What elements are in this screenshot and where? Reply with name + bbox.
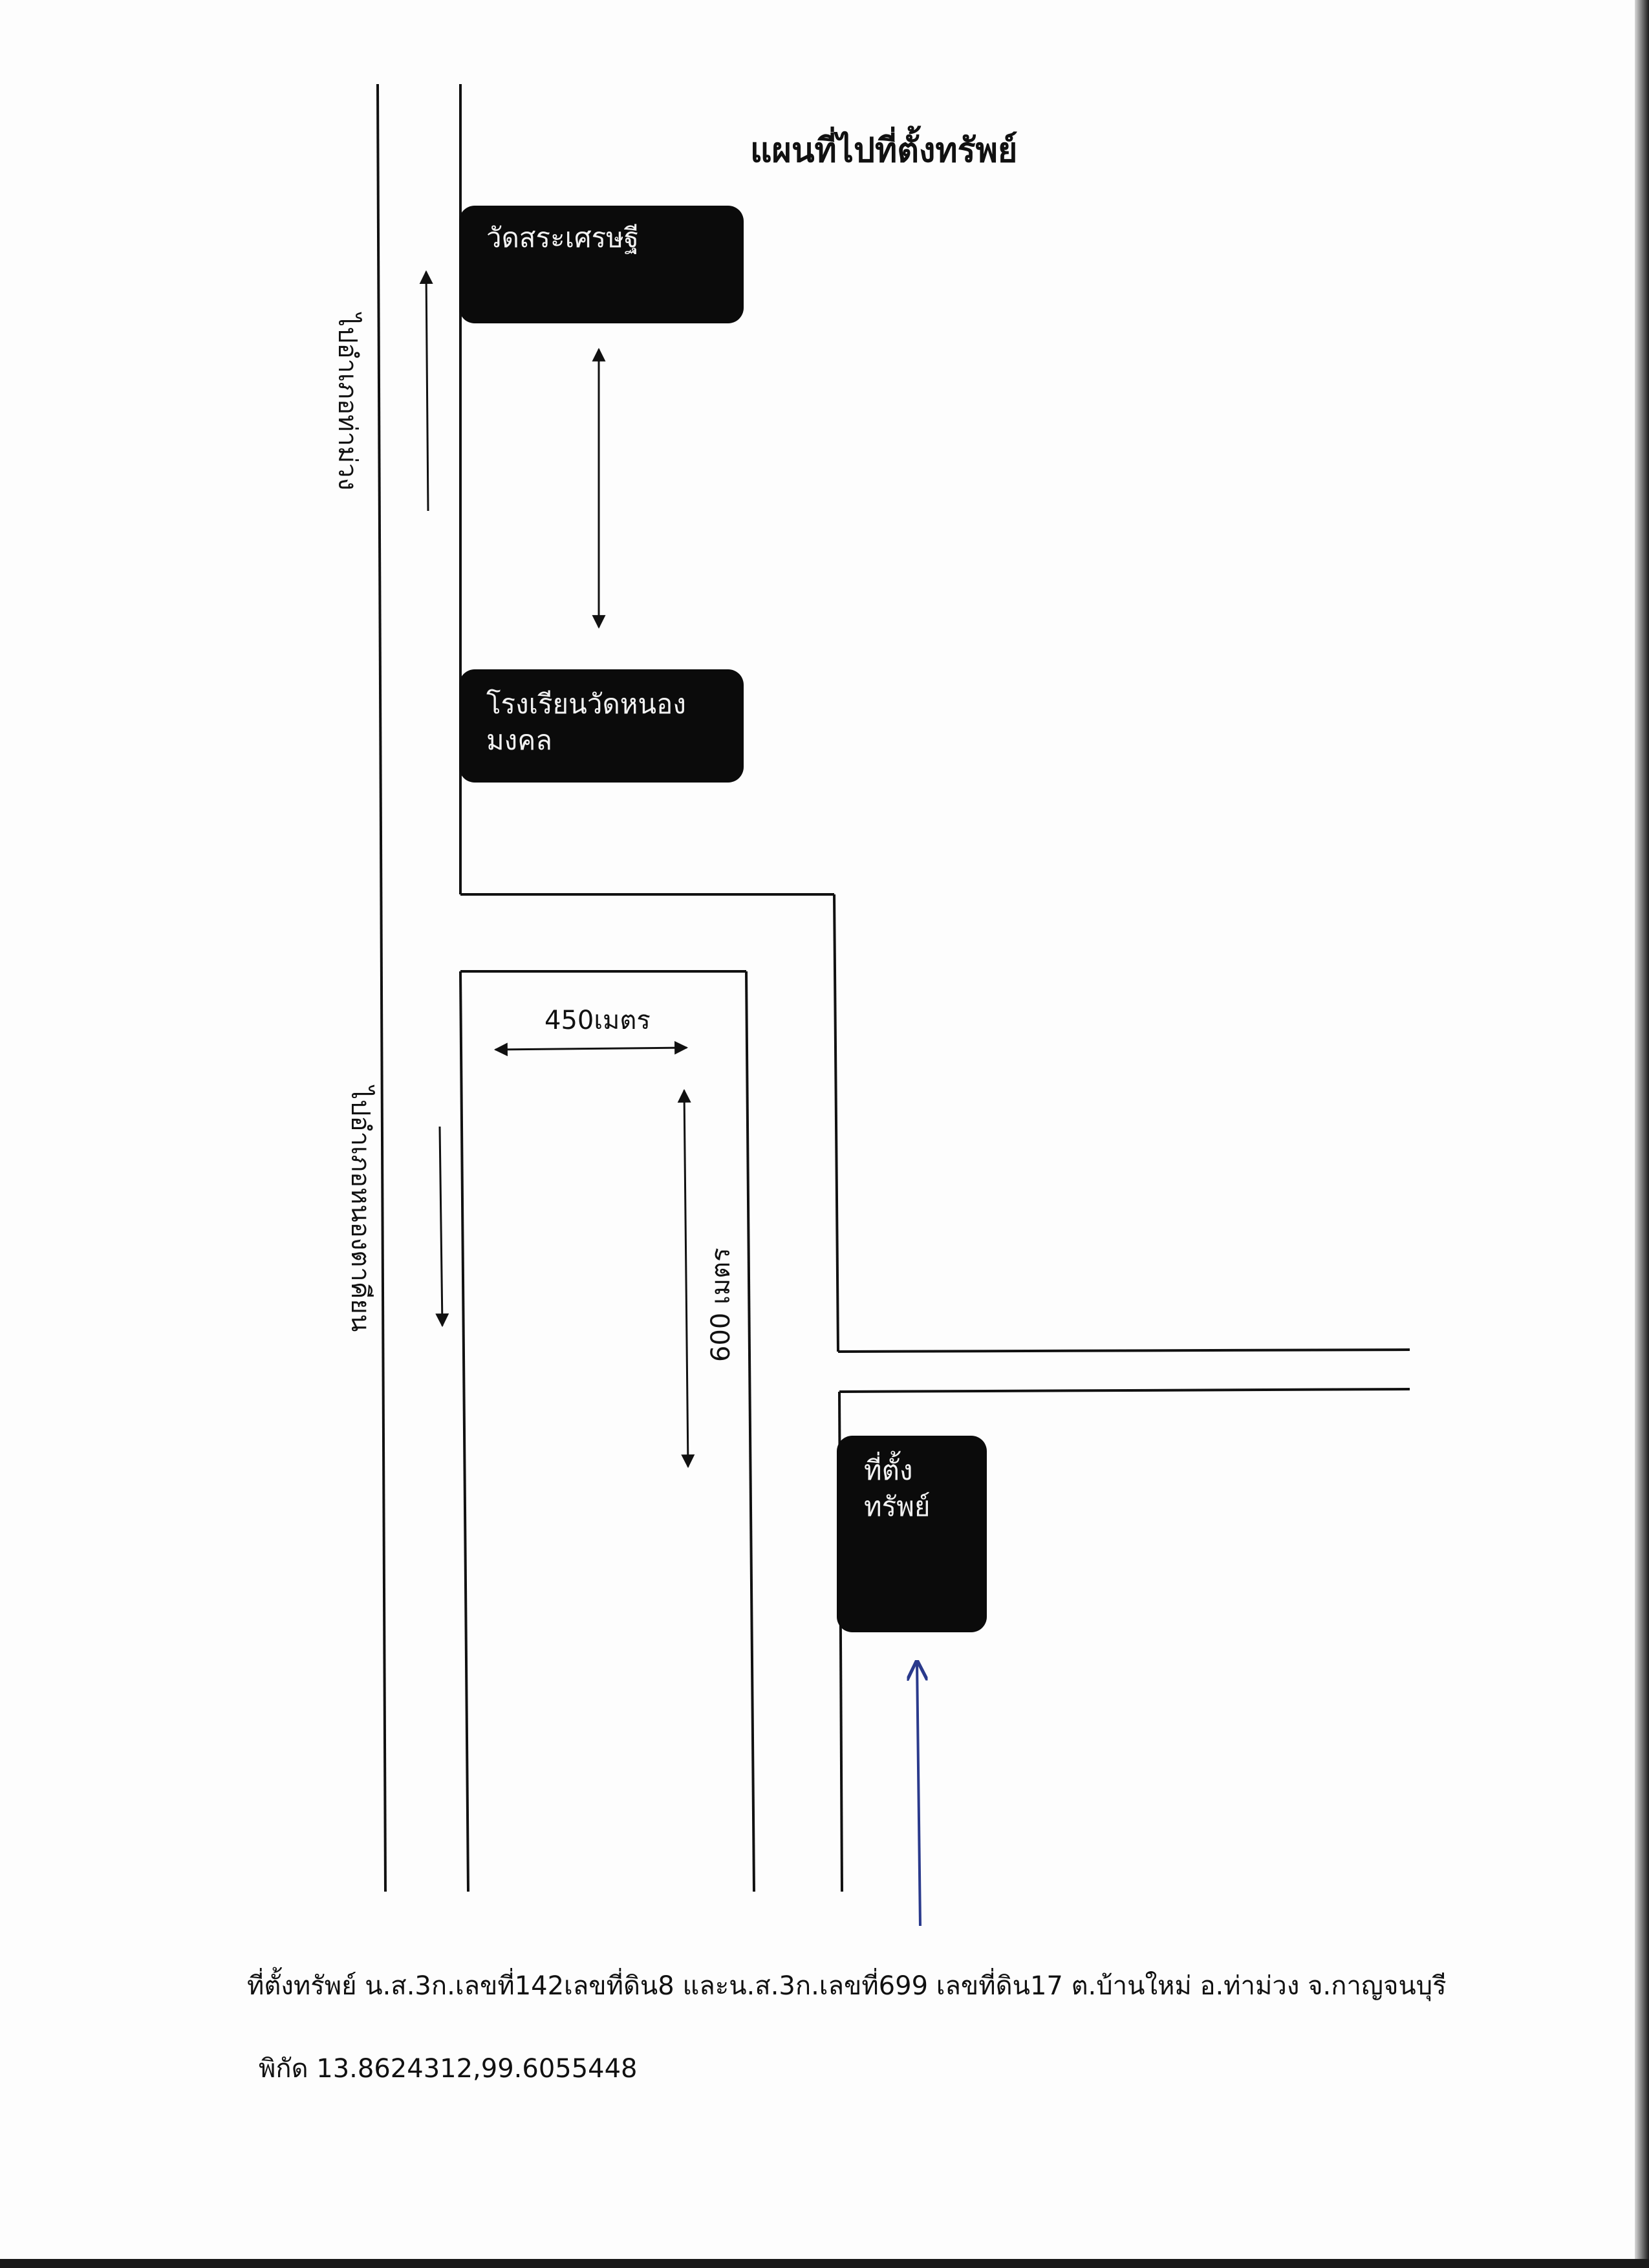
landmark-property-label-line2: ทรัพย์ [864,1491,931,1522]
road-label-to-tha-muang: ไปอำเภอท่าม่วง [332,314,362,491]
arrow-to-tha-muang [419,270,433,512]
landmark-temple: วัดสระเศรษฐี [459,206,744,323]
distance-label-450m: 450เมตร [544,1006,651,1035]
main-road-left-edge [376,83,387,1892]
main-road-right-edge-south [459,971,469,1892]
distance-arrow-600m [677,1088,695,1469]
side-road-west-edge [745,971,755,1892]
arrow-to-nong-takhian [435,1126,449,1328]
scan-border-right [1635,0,1649,2268]
pen-arrow-to-property [917,1662,920,1927]
side-road-east-edge [833,894,839,1352]
landmark-temple-label: วัดสระเศรษฐี [486,222,640,254]
landmark-school-label-line2: มงคล [486,724,553,756]
scan-border-bottom [0,2259,1649,2268]
landmark-property-label-line1: ที่ตั้ง [864,1454,913,1486]
property-coordinates: พิกัด 13.8624312,99.6055448 [259,2054,638,2084]
branch-road-north-edge [837,1348,1410,1353]
road-label-to-nong-takhian: ไปอำเภอหนองตาคียน [345,1086,375,1332]
direction-arrows [419,270,695,1469]
property-address: ที่ตั้งทรัพย์ น.ส.3ก.เลขที่142เลขที่ดิน8… [247,1971,1447,2001]
landmark-property: ที่ตั้ง ทรัพย์ [837,1436,987,1632]
landmark-school: โรงเรียนวัดหนอง มงคล [459,669,744,783]
distance-arrow-450m [493,1041,689,1057]
distance-label-600m: 600 เมตร [706,1247,736,1362]
map-title: แผนที่ไปที่ตั้งทรัพย์ [750,131,1018,170]
landmark-school-label-line1: โรงเรียนวัดหนอง [486,688,686,720]
branch-road-south-edge [839,1388,1410,1393]
